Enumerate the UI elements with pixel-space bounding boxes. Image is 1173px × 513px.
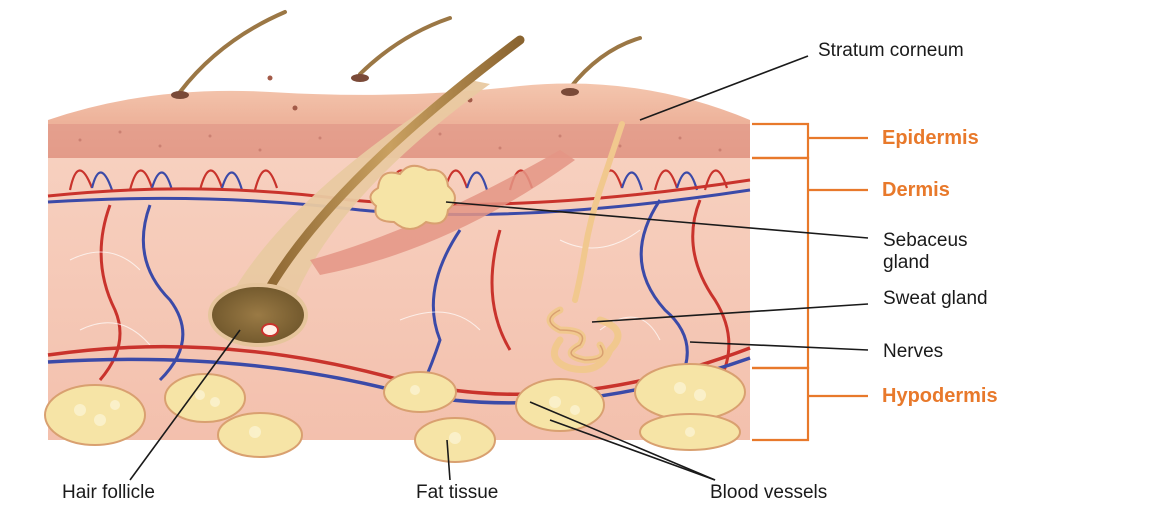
label-epidermis: Epidermis [882, 127, 979, 150]
hair-root-dot [351, 74, 369, 82]
label-nerves: Nerves [883, 341, 943, 363]
label-fat-tissue: Fat tissue [416, 482, 498, 504]
label-dermis: Dermis [882, 179, 950, 202]
label-sweat-gland: Sweat gland [883, 288, 1003, 310]
label-sebaceus-gland: Sebaceus gland [883, 230, 1003, 274]
hair-shafts [180, 12, 640, 92]
layer-brackets [752, 124, 868, 440]
label-stratum-corneum: Stratum corneum [818, 40, 964, 62]
label-blood-vessels: Blood vessels [710, 482, 827, 504]
label-hypodermis: Hypodermis [882, 385, 998, 408]
hair-root-dot [171, 91, 189, 99]
hair-bulb [210, 285, 306, 345]
label-hair-follicle: Hair follicle [62, 482, 155, 504]
hair-root-dot [561, 88, 579, 96]
sebaceous-gland [370, 166, 455, 229]
